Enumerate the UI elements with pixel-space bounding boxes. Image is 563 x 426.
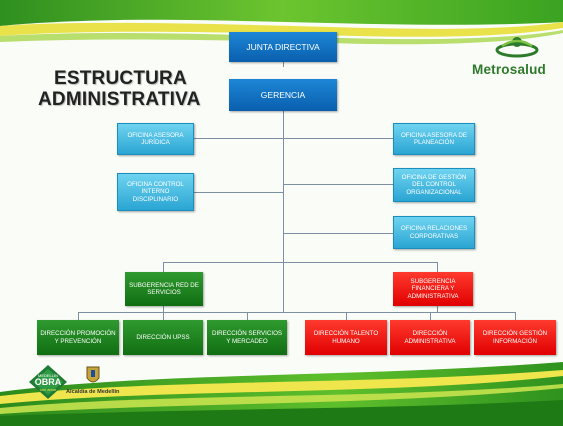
advisor-juridica: OFICINA ASESORA JURÍDICA	[117, 123, 194, 155]
line-dir-1	[78, 312, 79, 320]
slide-title: ESTRUCTURA ADMINISTRATIVA	[38, 68, 201, 110]
advisor-planeacion: OFICINA ASESORA DE PLANEACIÓN	[393, 123, 475, 155]
logo-top-text: MEDELLÍN	[38, 373, 58, 378]
gerencia-box: GERENCIA	[229, 79, 337, 111]
direccion-upss: DIRECCIÓN UPSS	[123, 320, 203, 355]
subgerencia-financiera: SUBGERENCIA FINANCIERA Y ADMINISTRATIVA	[393, 272, 473, 306]
line-dir-5	[430, 312, 431, 320]
medellin-crest-icon	[86, 366, 100, 383]
metrosalud-logo-icon	[495, 37, 539, 58]
brand-name: Metrosalud	[472, 62, 547, 77]
line-advisor-right-2	[283, 184, 393, 185]
line-advisors-row-1	[193, 138, 393, 139]
line-dir-6	[515, 312, 516, 320]
line-directions	[78, 312, 516, 313]
line-trunk	[283, 110, 284, 312]
line-dir-4	[346, 312, 347, 320]
title-line-1: ESTRUCTURA	[54, 68, 187, 89]
direccion-promocion: DIRECCIÓN PROMOCIÓN Y PREVENCIÓN	[37, 320, 119, 355]
advisor-relaciones: OFICINA RELACIONES CORPORATIVAS	[393, 216, 475, 249]
line-subgerencias-left	[163, 262, 210, 263]
direccion-talento-humano: DIRECCIÓN TALENTO HUMANO	[305, 320, 387, 355]
obra-con-amor-logo-icon: MEDELLÍN OBRA con amor	[29, 365, 67, 399]
line-advisor-right-3	[283, 233, 393, 234]
line-to-green-sub	[163, 262, 164, 272]
line-dir-3	[247, 312, 248, 320]
line-advisor-left-2	[193, 192, 283, 193]
direccion-gestion-informacion: DIRECCIÓN GESTIÓN INFORMACIÓN	[474, 320, 556, 355]
line-dir-2	[163, 312, 164, 320]
direccion-administrativa: DIRECCIÓN ADMINISTRATIVA	[390, 320, 470, 355]
line-junta-gerencia	[283, 61, 284, 67]
title-line-2: ADMINISTRATIVA	[38, 89, 201, 110]
line-from-green-sub	[163, 305, 164, 313]
logo-sub-text: con amor	[40, 387, 57, 392]
direccion-servicios: DIRECCIÓN SERVICIOS Y MERCADEO	[207, 320, 287, 355]
line-from-red-sub	[437, 305, 438, 313]
city-label: Alcaldía de Medellín	[66, 389, 120, 395]
logo-main-text: OBRA	[35, 377, 62, 387]
subgerencia-red-servicios: SUBGERENCIA RED DE SERVICIOS	[125, 272, 203, 306]
line-subgerencias	[210, 262, 438, 263]
advisor-gestion-control: OFICINA DE GESTIÓN DEL CONTROL ORGANIZAC…	[393, 168, 475, 202]
junta-directiva-box: JUNTA DIRECTIVA	[229, 32, 337, 62]
line-to-red-sub	[437, 262, 438, 272]
advisor-control-interno: OFICINA CONTROL INTERNO DISCIPLINARIO	[117, 173, 194, 211]
bottom-wave-band	[0, 362, 563, 426]
top-wave-band	[0, 0, 563, 60]
